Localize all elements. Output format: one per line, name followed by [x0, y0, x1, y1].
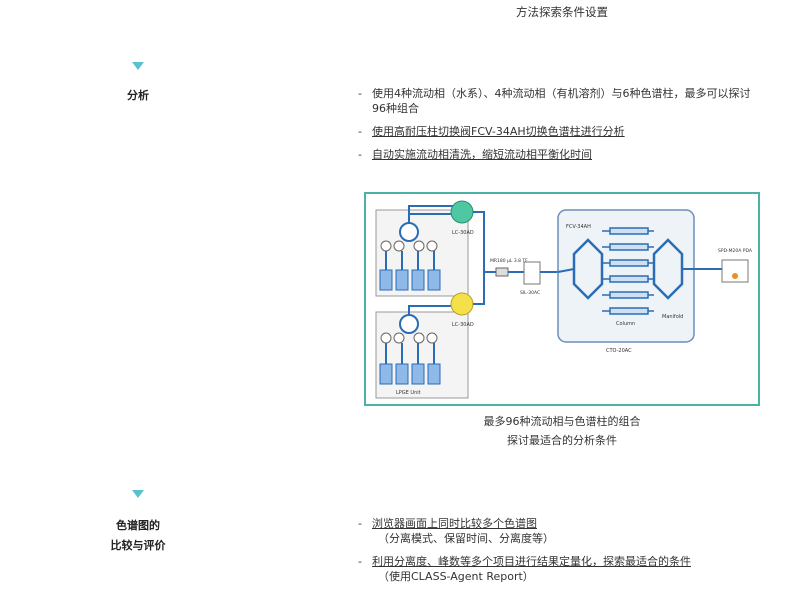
section-marker-icon — [132, 490, 144, 498]
valve-bottom-icon — [380, 314, 438, 344]
bullet-link-rinse[interactable]: 自动实施流动相清洗，缩短流动相平衡化时间 — [372, 148, 592, 161]
detector-icon — [721, 259, 749, 283]
section-label-chromatogram: 色谱图的 比较与评价 — [88, 516, 188, 556]
bullet-item[interactable]: -使用高耐压柱切换阀FCV-34AH切换色谱柱进行分析 — [358, 125, 625, 138]
mixer-label: MR180 μL 3.8 TF — [490, 258, 528, 264]
diagram-caption: 最多96种流动相与色谱柱的组合 探讨最适合的分析条件 — [364, 412, 760, 450]
system-diagram: LPGE Unit LC-30AD LC-30AD MR180 μL 3.8 T… — [364, 192, 760, 406]
label-line-1: 色谱图的 — [116, 519, 160, 532]
autosampler-label: SIL-30AC — [520, 290, 540, 296]
chromatogram-bullet-list: -浏览器画面上同时比较多个色谱图 （分离模式、保留时间、分离度等） -利用分离度… — [358, 516, 762, 592]
section-marker-icon — [132, 62, 144, 70]
bullet-item[interactable]: -浏览器画面上同时比较多个色谱图 （分离模式、保留时间、分离度等） — [358, 516, 762, 546]
bottles-bottom-icon — [379, 363, 441, 385]
detector-label: SPD-M20A PDA — [718, 248, 753, 254]
mixer-icon — [495, 267, 509, 277]
autosampler-icon — [523, 261, 541, 285]
bullet-link-quantify[interactable]: 利用分离度、峰数等多个项目进行结果定量化，探索最适合的条件 — [372, 555, 691, 568]
caption-line-2: 探讨最适合的分析条件 — [507, 434, 617, 447]
pump-top-icon — [450, 200, 474, 224]
bullet-subtext: （分离模式、保留时间、分离度等） — [378, 532, 554, 545]
column-label: Column — [616, 321, 635, 327]
detector-lamp-icon — [732, 273, 738, 279]
pump-bottom-label: LC-30AD — [452, 322, 474, 328]
pump-bottom-icon — [450, 292, 474, 316]
switch-valve-right-icon — [652, 238, 684, 300]
caption-line-1: 最多96种流动相与色谱柱的组合 — [483, 415, 641, 428]
bullet-item: -使用4种流动相（水系）、4种流动相（有机溶剂）与6种色谱柱，最多可以探讨96种… — [358, 87, 751, 115]
flow-diagram-svg: LPGE Unit LC-30AD LC-30AD MR180 μL 3.8 T… — [375, 200, 753, 399]
switch-valve-left-icon — [572, 238, 604, 300]
lpge-label: LPGE Unit — [396, 390, 421, 396]
label-line-2: 比较与评价 — [110, 539, 166, 552]
page-title: 方法探索条件设置 — [516, 5, 608, 19]
valve-label: FCV-34AH — [566, 224, 591, 230]
section-label-analysis: 分析 — [127, 89, 149, 102]
bullet-subtext: （使用CLASS-Agent Report） — [378, 570, 534, 583]
bullet-item[interactable]: -自动实施流动相清洗，缩短流动相平衡化时间 — [358, 148, 592, 161]
pump-top-label: LC-30AD — [452, 230, 474, 236]
oven-label: CTO-20AC — [606, 348, 632, 354]
bullet-text: 使用4种流动相（水系）、4种流动相（有机溶剂）与6种色谱柱，最多可以探讨96种组… — [372, 87, 751, 115]
manifold-label: Manifold — [662, 314, 683, 320]
bullet-link-fcv[interactable]: 使用高耐压柱切换阀FCV-34AH切换色谱柱进行分析 — [372, 125, 625, 138]
bottles-top-icon — [379, 269, 441, 291]
bullet-link-compare[interactable]: 浏览器画面上同时比较多个色谱图 — [372, 517, 537, 530]
analysis-bullet-list: -使用4种流动相（水系）、4种流动相（有机溶剂）与6种色谱柱，最多可以探讨96种… — [358, 86, 762, 170]
bullet-item[interactable]: -利用分离度、峰数等多个项目进行结果定量化，探索最适合的条件 （使用CLASS-… — [358, 554, 762, 584]
